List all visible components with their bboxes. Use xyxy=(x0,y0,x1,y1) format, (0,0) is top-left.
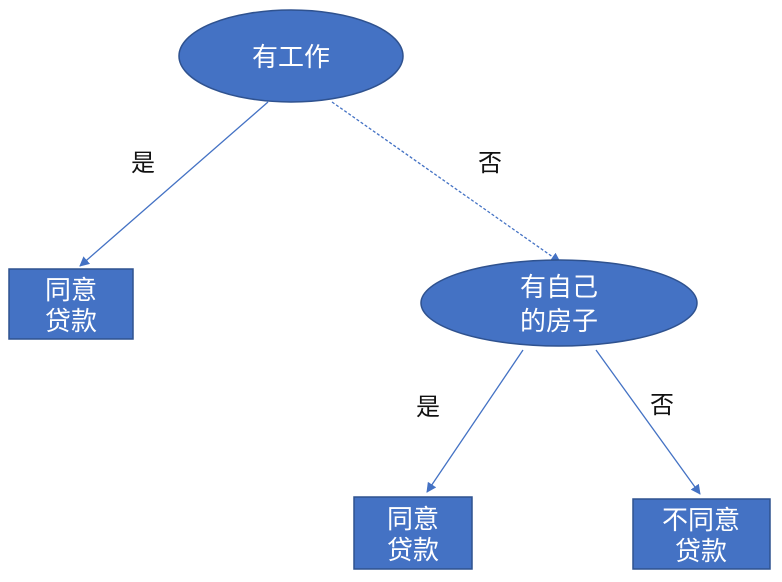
node-house-shape xyxy=(420,259,698,347)
node-leaf-left-label-line1: 同意 xyxy=(45,276,97,306)
node-leaf-left: 同意 贷款 xyxy=(8,268,134,340)
node-leaf-right: 不同意 贷款 xyxy=(632,498,771,570)
edge-label-house-no: 否 xyxy=(650,391,674,419)
node-leaf-left-shape xyxy=(8,268,134,340)
node-leaf-mid: 同意 贷款 xyxy=(353,496,473,570)
node-root-label: 有工作 xyxy=(252,43,330,73)
edge-root-to-leaf-left xyxy=(79,101,269,267)
node-house-label-line2: 的房子 xyxy=(520,307,598,337)
node-leaf-left-label-line2: 贷款 xyxy=(45,307,97,337)
node-leaf-mid-shape xyxy=(353,496,473,570)
edge-root-to-house xyxy=(331,101,561,263)
edge-house-to-leaf-mid xyxy=(426,349,524,493)
node-root-shape xyxy=(178,9,404,103)
edge-label-root-no: 否 xyxy=(478,149,502,177)
edge-label-root-yes: 是 xyxy=(131,149,155,177)
node-house: 有自己 的房子 xyxy=(420,259,698,347)
edge-house-to-leaf-right xyxy=(595,349,701,495)
edges xyxy=(79,101,701,495)
node-leaf-right-label-line1: 不同意 xyxy=(662,506,740,536)
edge-label-house-yes: 是 xyxy=(416,393,440,421)
node-house-label-line1: 有自己 xyxy=(520,273,598,303)
node-leaf-mid-label-line1: 同意 xyxy=(387,505,439,535)
node-leaf-mid-label-line2: 贷款 xyxy=(387,536,439,566)
node-root: 有工作 xyxy=(178,9,404,103)
node-leaf-right-label-line2: 贷款 xyxy=(675,537,727,567)
node-leaf-right-shape xyxy=(632,498,771,570)
